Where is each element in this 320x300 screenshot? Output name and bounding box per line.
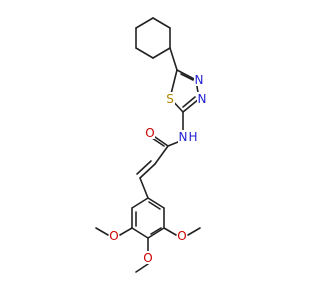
ring-nitrogen-top-label: N xyxy=(195,73,204,87)
atom-labels: S N N N H O O O O xyxy=(109,73,207,265)
cyclohexyl-ring xyxy=(135,17,178,71)
ring-nitrogen-lower-label: N xyxy=(198,92,207,106)
para-methoxy-oxygen-label: O xyxy=(143,251,152,265)
meta-methoxy-right-oxygen-label: O xyxy=(177,229,186,243)
alkene-chain xyxy=(136,145,169,199)
sulfur-atom-label: S xyxy=(166,92,174,106)
carbonyl-oxygen-label: O xyxy=(145,126,154,140)
meta-methoxy-left-oxygen-label: O xyxy=(109,229,118,243)
molecule-drawing: S N N N H O O O O xyxy=(95,17,207,273)
methoxy-groups xyxy=(95,227,201,273)
structure-canvas: S N N N H O O O O xyxy=(95,17,207,273)
amide-hydrogen-label: H xyxy=(188,130,197,144)
amide-nitrogen-label: N xyxy=(179,130,188,144)
trimethoxyphenyl-ring xyxy=(131,197,165,239)
